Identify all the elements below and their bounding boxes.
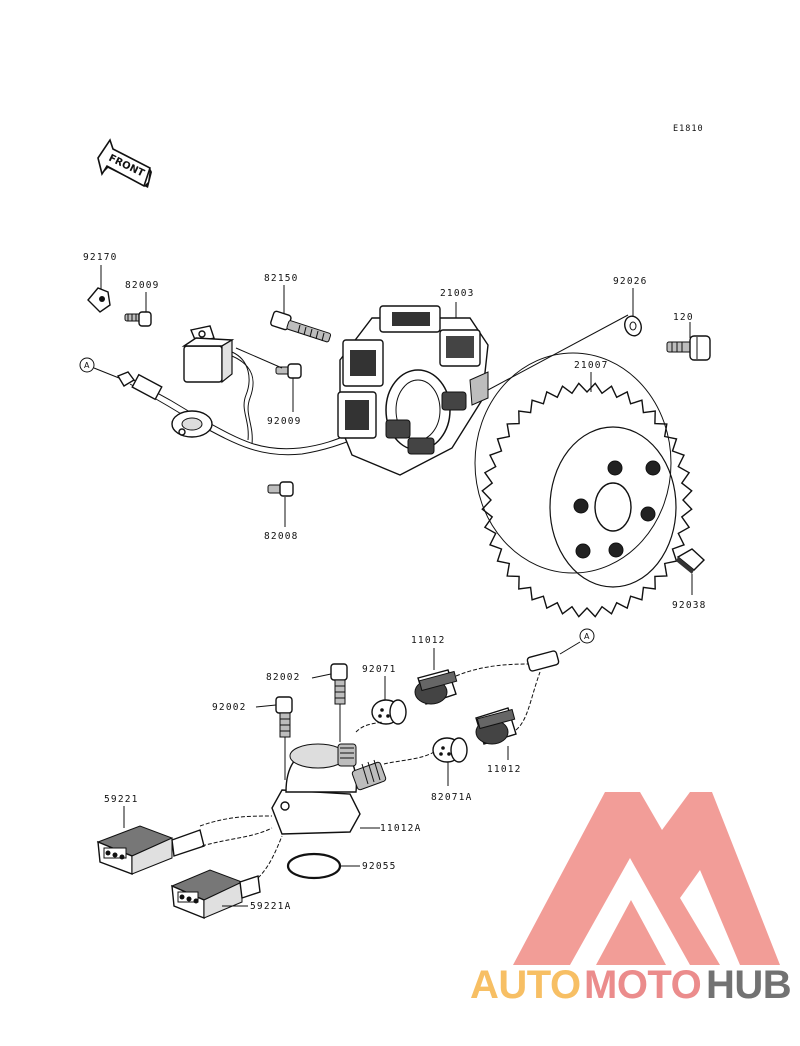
screw-82009 [124,311,152,327]
label-92026: 92026 [613,276,648,287]
key-92038 [676,548,706,574]
label-59221A: 59221A [250,901,292,912]
label-59221: 59221 [104,794,139,805]
label-82150: 82150 [264,273,299,284]
label-92071: 92071 [362,664,397,675]
flywheel-21007 [474,352,693,618]
ref-marker-lower: A [584,632,590,641]
bolt-82150 [270,310,332,343]
label-82071A: 82071A [431,792,473,803]
screw-82008 [267,481,294,497]
grommet-92071 [371,699,407,725]
diagram-code: E1810 [673,124,704,134]
bolt-82002-top [330,663,348,705]
label-92170: 92170 [83,252,118,263]
label-92055: 92055 [362,861,397,872]
watermark-hub: HUB [706,963,791,1007]
washer-92026 [624,315,642,337]
ref-marker-circle-upper [79,357,95,373]
ref-marker-circle-lower [579,628,595,644]
watermark-triangle-shape [513,792,780,965]
watermark-moto: MOTO [584,963,701,1007]
cap-11012-top [414,669,458,705]
label-21003: 21003 [440,288,475,299]
label-11012A: 11012A [380,823,422,834]
cover-11012A [271,721,435,835]
bolt-92002 [275,696,293,738]
label-82008: 82008 [264,531,299,542]
watermark-auto: AUTO [470,963,581,1007]
label-92009: 92009 [267,416,302,427]
stator-21003 [337,305,489,476]
label-82002-top: 82002 [266,672,301,683]
cap-11012-bottom [475,707,517,745]
label-21007: 21007 [574,360,609,371]
pickup-coil [181,325,254,445]
front-arrow-icon: FRONT [97,138,152,188]
wire-harness-lower [455,641,581,731]
clamp-92170 [87,287,111,313]
label-92038: 92038 [672,600,707,611]
ref-marker-upper: A [84,361,90,370]
grommet-82071A [432,737,468,763]
automotohub-watermark-logo: AUTO MOTO HUB [470,792,792,1007]
connector-59221 [96,815,273,876]
connector-59221A [170,835,283,920]
label-120: 120 [673,312,694,323]
label-92002: 92002 [212,702,247,713]
screw-92009 [275,363,302,379]
label-82009: 82009 [125,280,160,291]
wire-harness-upper [116,371,358,456]
label-11012-bottom: 11012 [487,764,522,775]
bolt-120 [666,335,711,361]
label-11012-top: 11012 [411,635,446,646]
oring-92055 [286,852,342,880]
